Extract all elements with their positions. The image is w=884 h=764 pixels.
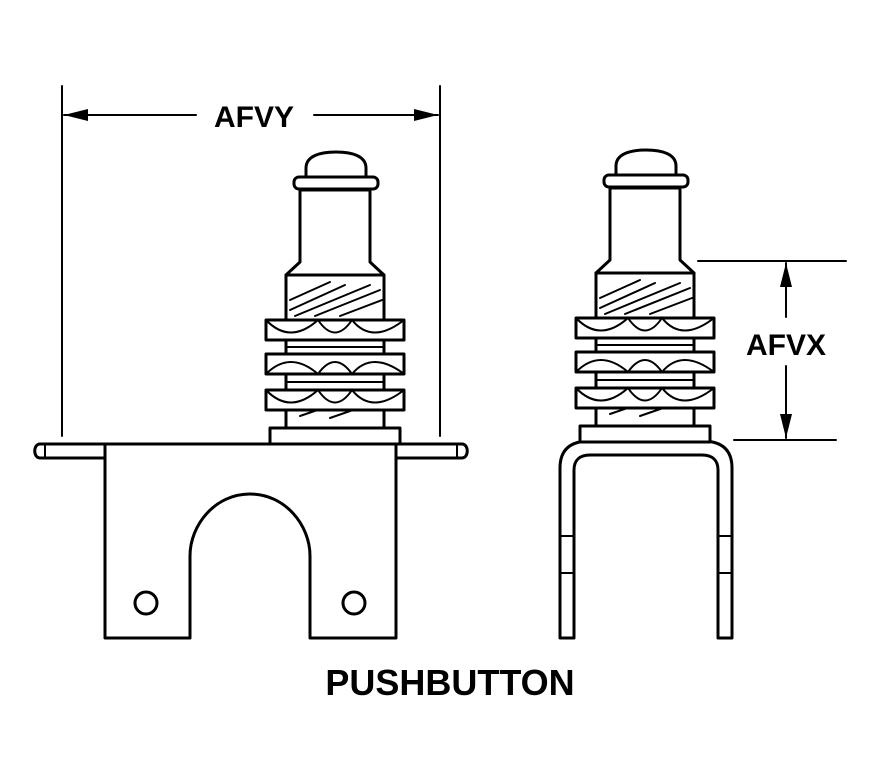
afvx-label: AFVX: [746, 329, 826, 362]
pushbutton-side-view: [558, 148, 734, 640]
pushbutton-front-view: [33, 150, 469, 640]
afvy-dimension: AFVY: [61, 85, 441, 437]
afvy-label: AFVY: [214, 101, 294, 134]
diagram-caption: PUSHBUTTON: [325, 662, 574, 703]
afvx-dimension: AFVX: [697, 260, 847, 441]
